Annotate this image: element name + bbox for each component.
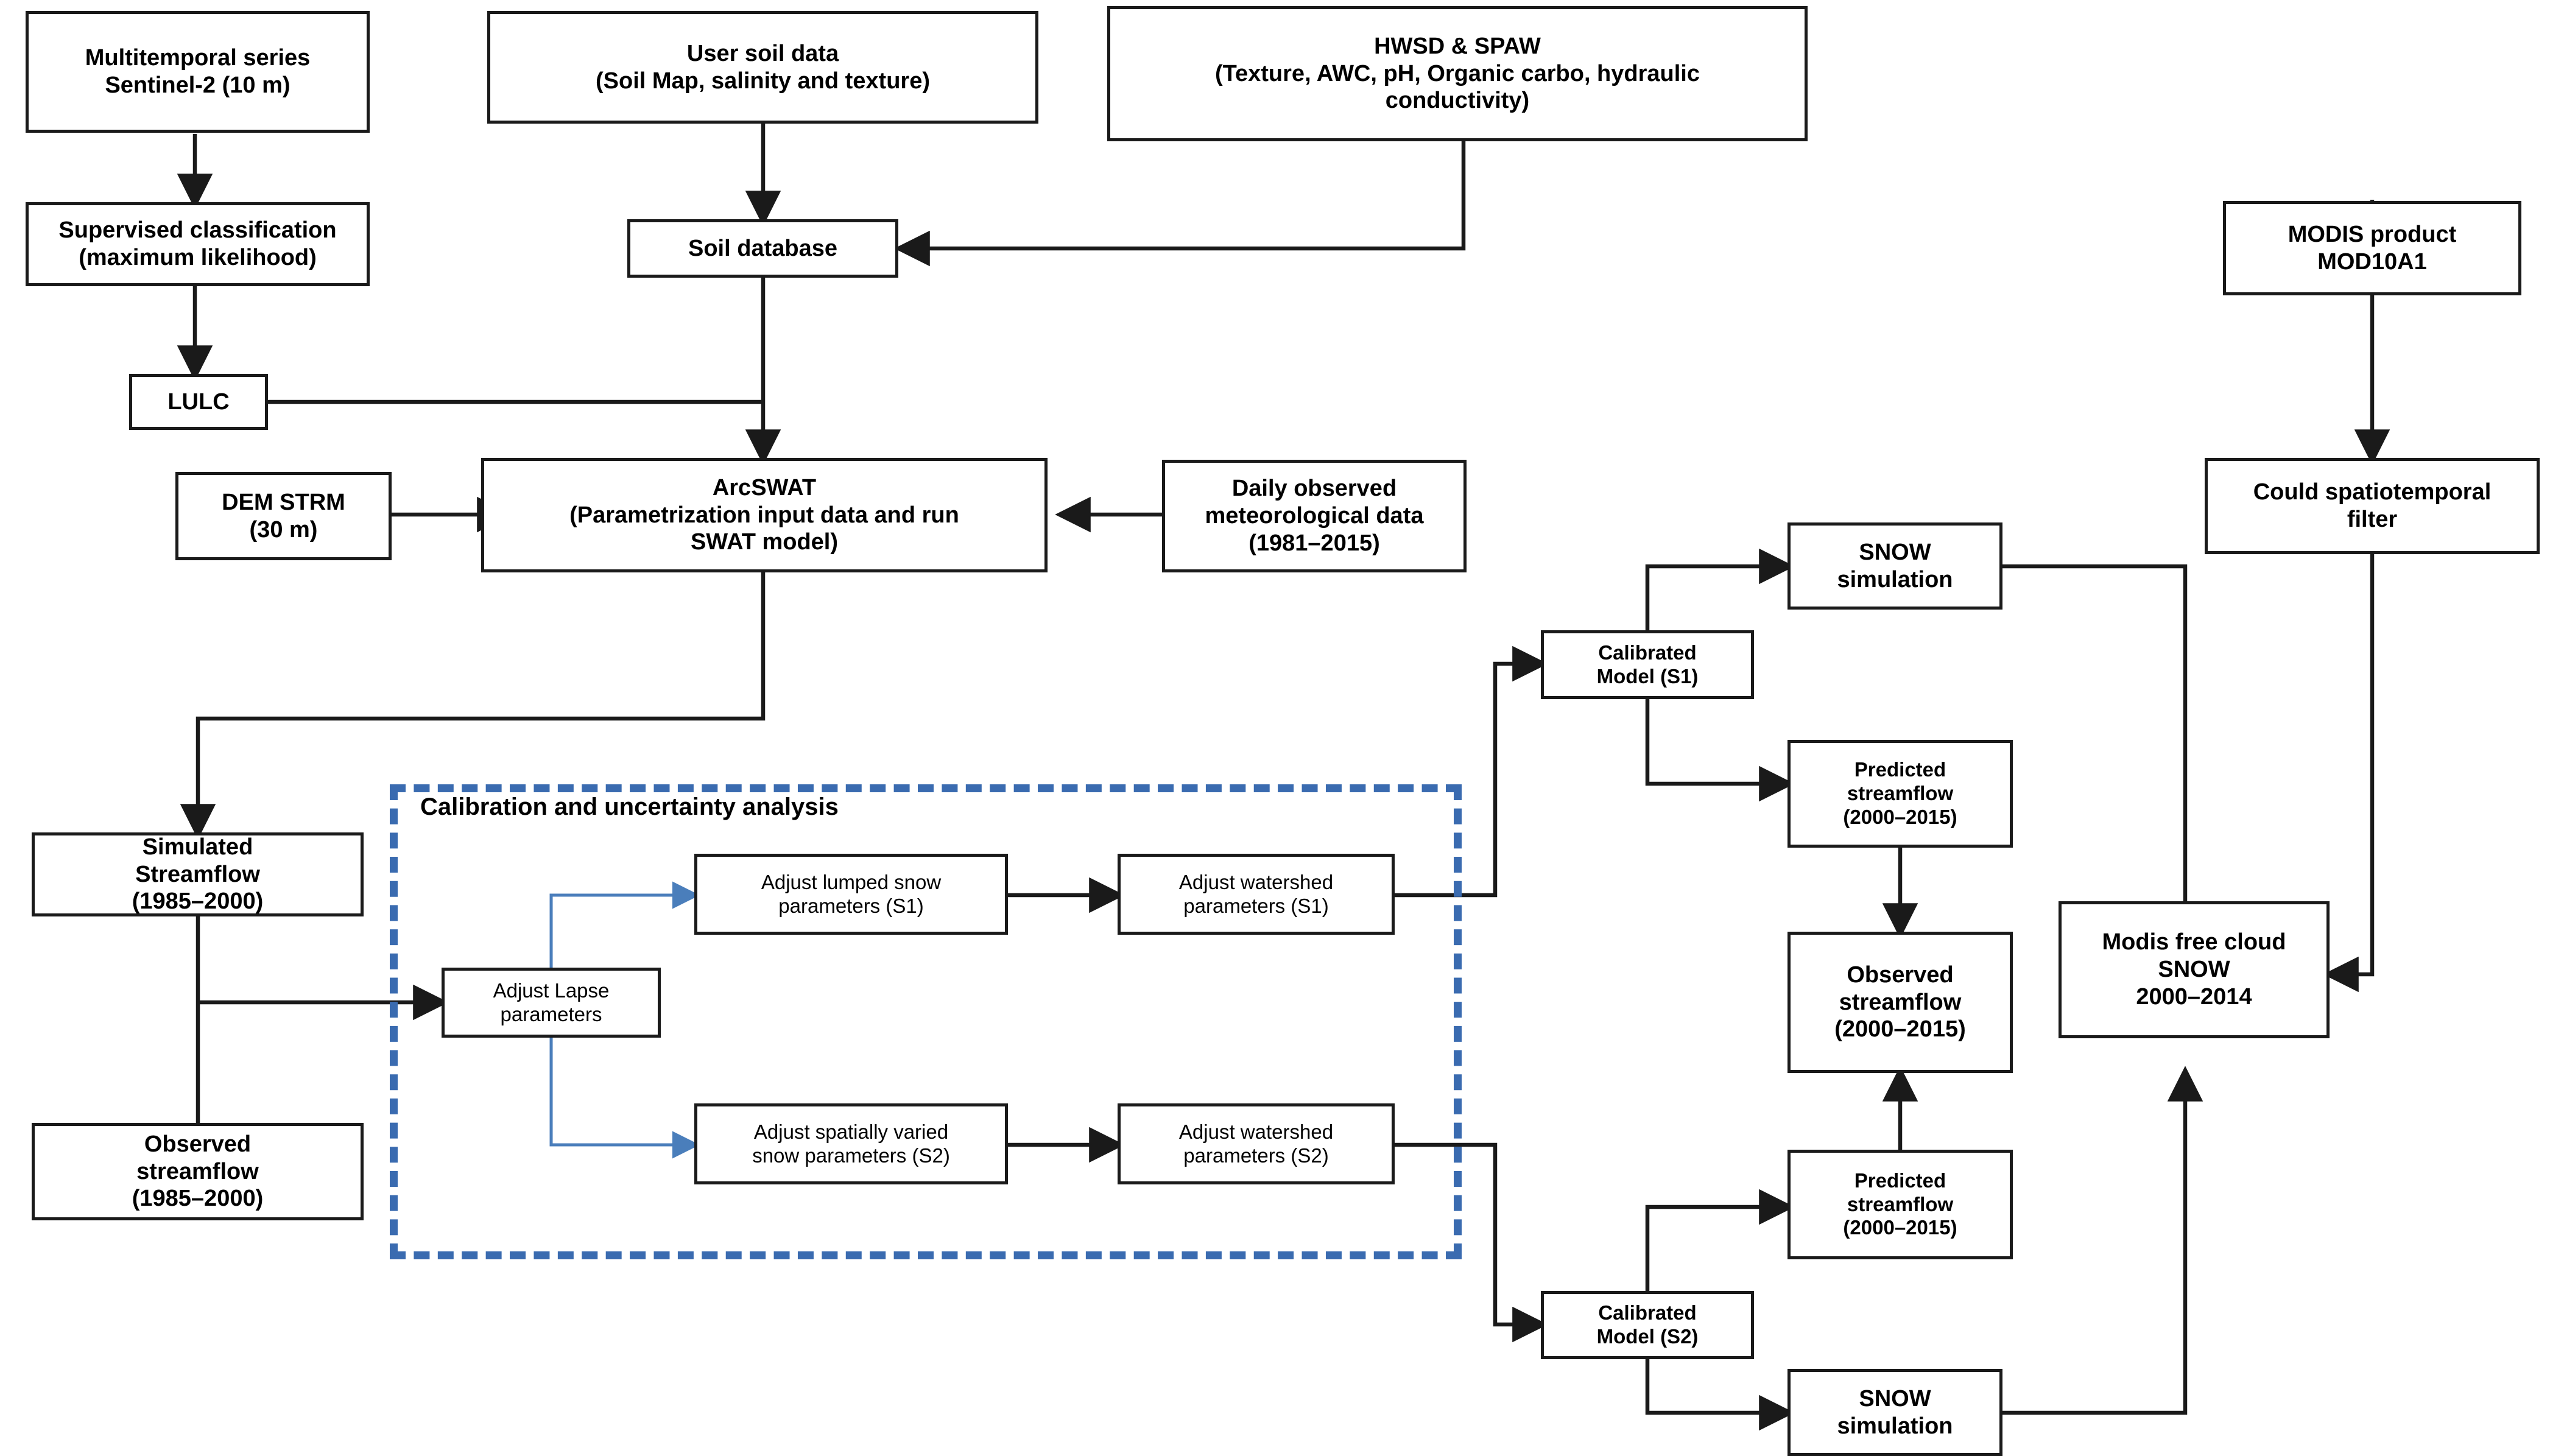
- node-calibrated-model-s1[interactable]: Calibrated Model (S1): [1541, 630, 1754, 699]
- node-modis-product[interactable]: MODIS product MOD10A1: [2223, 201, 2521, 295]
- node-arcswat[interactable]: ArcSWAT (Parametrization input data and …: [481, 458, 1048, 572]
- node-calibrated-model-s2-label: Calibrated Model (S2): [1596, 1301, 1699, 1348]
- node-dem-strm-label: DEM STRM (30 m): [222, 489, 345, 543]
- node-hwsd-spaw-label: HWSD & SPAW (Texture, AWC, pH, Organic c…: [1214, 33, 1700, 114]
- node-predicted-streamflow-s1-label: Predicted streamflow (2000–2015): [1843, 758, 1957, 828]
- node-snow-simulation-s1[interactable]: SNOW simulation: [1787, 522, 2002, 610]
- node-adjust-spatially-varied-snow-parameters-s2-label: Adjust spatially varied snow parameters …: [752, 1120, 950, 1167]
- node-calibrated-model-s1-label: Calibrated Model (S1): [1596, 641, 1699, 688]
- node-observed-streamflow-1985-label: Observed streamflow (1985–2000): [132, 1131, 264, 1212]
- node-snow-simulation-s2-label: SNOW simulation: [1837, 1385, 1953, 1439]
- calibration-group-box: [390, 784, 1462, 1259]
- node-observed-streamflow-2000-label: Observed streamflow (2000–2015): [1834, 962, 1966, 1043]
- calibration-group-label: Calibration and uncertainty analysis: [420, 793, 839, 820]
- node-multitemporal-series-label: Multitemporal series Sentinel-2 (10 m): [85, 45, 311, 98]
- node-soil-database-label: Soil database: [688, 235, 837, 261]
- node-adjust-watershed-parameters-s1-label: Adjust watershed parameters (S1): [1178, 870, 1334, 917]
- node-modis-free-cloud-snow[interactable]: Modis free cloud SNOW 2000–2014: [2059, 901, 2330, 1038]
- node-predicted-streamflow-s2[interactable]: Predicted streamflow (2000–2015): [1787, 1150, 2013, 1259]
- node-modis-product-label: MODIS product MOD10A1: [2288, 221, 2457, 275]
- node-cloud-spatiotemporal-filter-label: Could spatiotemporal filter: [2253, 479, 2492, 532]
- node-adjust-lapse-parameters-label: Adjust Lapse parameters: [493, 979, 610, 1025]
- node-simulated-streamflow-label: Simulated Streamflow (1985–2000): [132, 834, 264, 915]
- node-daily-observed-meteorological-data[interactable]: Daily observed meteorological data (1981…: [1162, 460, 1467, 572]
- node-supervised-classification-label: Supervised classification (maximum likel…: [58, 217, 337, 270]
- node-daily-observed-meteorological-data-label: Daily observed meteorological data (1981…: [1205, 476, 1424, 556]
- node-lulc-label: LULC: [167, 389, 230, 415]
- node-user-soil-data-label: User soil data (Soil Map, salinity and t…: [596, 40, 930, 94]
- node-snow-simulation-s1-label: SNOW simulation: [1837, 539, 1953, 593]
- node-calibrated-model-s2[interactable]: Calibrated Model (S2): [1541, 1291, 1754, 1359]
- node-adjust-lumped-snow-parameters-s1[interactable]: Adjust lumped snow parameters (S1): [694, 854, 1008, 935]
- node-adjust-lapse-parameters[interactable]: Adjust Lapse parameters: [442, 968, 661, 1038]
- node-cloud-spatiotemporal-filter[interactable]: Could spatiotemporal filter: [2205, 458, 2540, 554]
- node-adjust-spatially-varied-snow-parameters-s2[interactable]: Adjust spatially varied snow parameters …: [694, 1103, 1008, 1184]
- node-observed-streamflow-2000[interactable]: Observed streamflow (2000–2015): [1787, 932, 2013, 1073]
- node-multitemporal-series[interactable]: Multitemporal series Sentinel-2 (10 m): [26, 11, 370, 133]
- node-simulated-streamflow[interactable]: Simulated Streamflow (1985–2000): [32, 832, 364, 916]
- node-predicted-streamflow-s2-label: Predicted streamflow (2000–2015): [1843, 1169, 1957, 1239]
- node-snow-simulation-s2[interactable]: SNOW simulation: [1787, 1369, 2002, 1456]
- node-adjust-watershed-parameters-s2[interactable]: Adjust watershed parameters (S2): [1118, 1103, 1395, 1184]
- node-lulc[interactable]: LULC: [129, 374, 268, 430]
- node-supervised-classification[interactable]: Supervised classification (maximum likel…: [26, 202, 370, 286]
- node-observed-streamflow-1985[interactable]: Observed streamflow (1985–2000): [32, 1123, 364, 1220]
- node-adjust-watershed-parameters-s1[interactable]: Adjust watershed parameters (S1): [1118, 854, 1395, 935]
- node-modis-free-cloud-snow-label: Modis free cloud SNOW 2000–2014: [2102, 929, 2286, 1010]
- node-hwsd-spaw[interactable]: HWSD & SPAW (Texture, AWC, pH, Organic c…: [1107, 6, 1808, 141]
- node-arcswat-label: ArcSWAT (Parametrization input data and …: [569, 474, 959, 555]
- node-adjust-lumped-snow-parameters-s1-label: Adjust lumped snow parameters (S1): [761, 870, 942, 917]
- node-predicted-streamflow-s1[interactable]: Predicted streamflow (2000–2015): [1787, 740, 2013, 848]
- node-adjust-watershed-parameters-s2-label: Adjust watershed parameters (S2): [1178, 1120, 1334, 1167]
- node-user-soil-data[interactable]: User soil data (Soil Map, salinity and t…: [487, 11, 1038, 124]
- node-soil-database[interactable]: Soil database: [627, 219, 898, 278]
- node-dem-strm[interactable]: DEM STRM (30 m): [175, 472, 392, 560]
